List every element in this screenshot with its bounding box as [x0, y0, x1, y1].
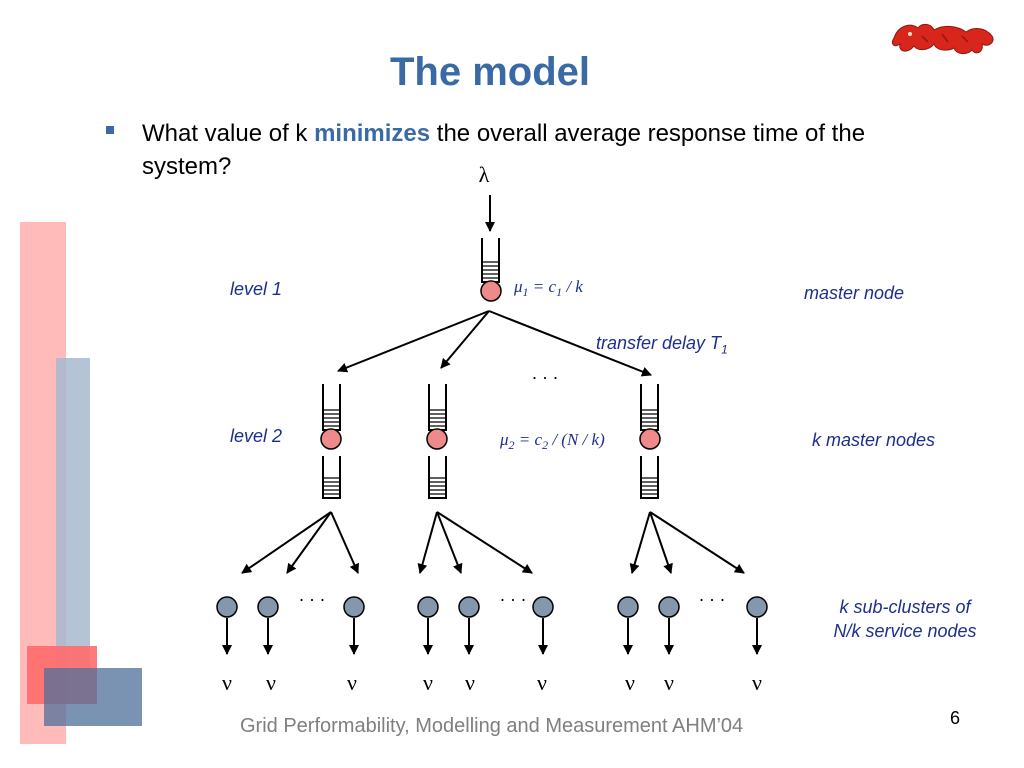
master-node-queue — [481, 238, 500, 283]
level2-node-3 — [639, 384, 661, 499]
k-master-nodes-label: k master nodes — [812, 430, 936, 450]
nu-symbol: ν — [266, 670, 276, 695]
decor-blue-bar — [56, 358, 90, 668]
transfer-arrows — [337, 310, 652, 377]
page-title: The model — [389, 50, 591, 94]
departure-arrows — [222, 618, 762, 655]
master-node-label: master node — [804, 283, 905, 303]
level2-node-1 — [320, 384, 342, 499]
bullet-text-end: the overall average response time of the… — [142, 120, 866, 180]
transfer-delay-label: transfer delay T1 — [596, 333, 728, 357]
subcluster-ellipsis-2: · · · — [500, 590, 527, 610]
nu-symbol: ν — [347, 670, 357, 695]
bullet-marker — [106, 126, 114, 134]
nu-symbol: ν — [465, 670, 475, 695]
subcluster-ellipsis-3: · · · — [699, 590, 726, 610]
level1-label: level 1 — [230, 279, 283, 299]
sub-clusters-label: k sub-clusters of N/k service nodes — [810, 595, 1000, 643]
sub-clusters-label-line1: k sub-clusters of — [839, 597, 971, 617]
service-rate-symbols: ν ν ν ν ν ν ν ν ν — [222, 670, 762, 695]
nu-symbol: ν — [752, 670, 762, 695]
decor-blue-square — [44, 668, 142, 726]
bullet-emphasis: minimizes — [314, 120, 431, 147]
subcluster-ellipsis-1: · · · — [299, 590, 326, 610]
nu-symbol: ν — [537, 670, 547, 695]
nu-symbol: ν — [625, 670, 635, 695]
bullet-question: What value of k minimizes the overall av… — [142, 117, 882, 183]
arrival-rate-symbol: λ — [479, 162, 490, 187]
mu1-formula: μ1 = c1 / k — [513, 277, 583, 299]
nu-symbol: ν — [222, 670, 232, 695]
level2-node-2 — [426, 384, 448, 499]
nu-symbol: ν — [423, 670, 433, 695]
level2-label: level 2 — [230, 426, 283, 446]
lion-logo-icon — [891, 23, 994, 55]
bullet-text-start: What value of k — [142, 120, 315, 147]
page-number: 6 — [950, 708, 961, 728]
master-node — [480, 280, 502, 302]
distribution-arrows — [241, 511, 745, 574]
service-nodes — [216, 596, 768, 618]
footer-text: Grid Performability, Modelling and Measu… — [240, 715, 744, 737]
sub-clusters-label-line2: N/k service nodes — [833, 621, 977, 641]
nu-symbol: ν — [664, 670, 674, 695]
level2-ellipsis: · · · — [532, 368, 559, 388]
mu2-formula: μ2 = c2 / (N / k) — [499, 430, 605, 452]
